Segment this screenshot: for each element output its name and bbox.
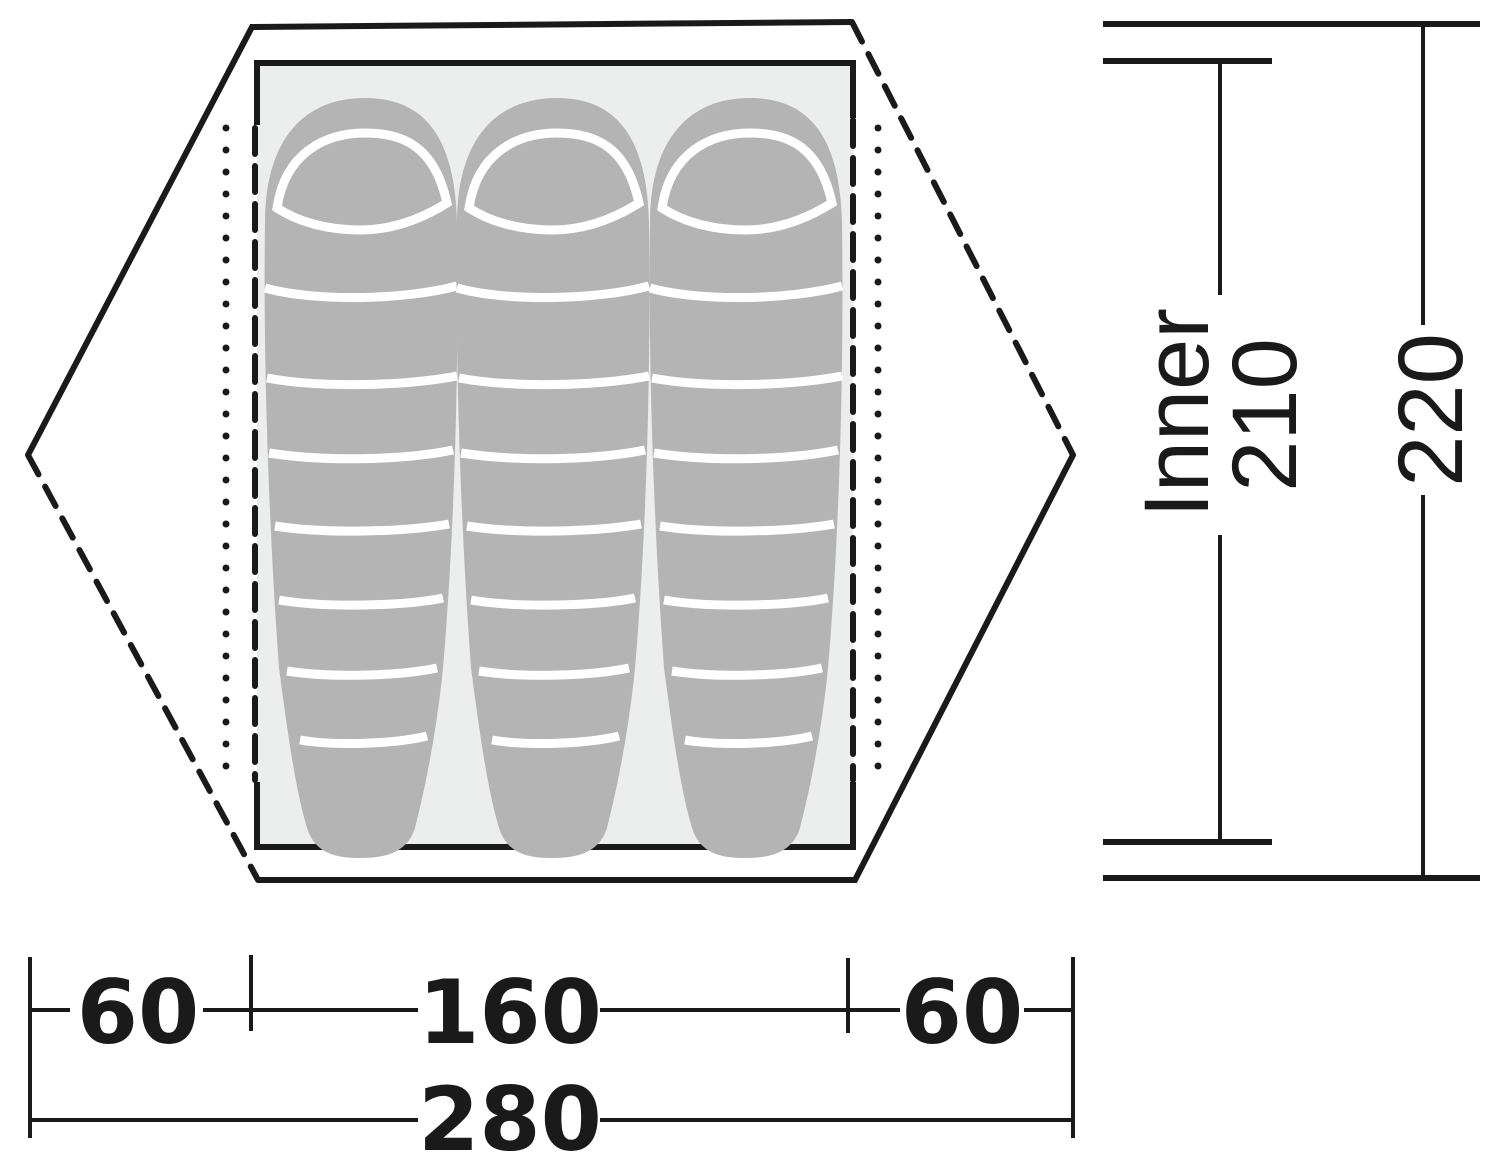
outer-tent-door-dashed <box>25 19 1076 883</box>
inner-label: Inner <box>1126 308 1228 518</box>
vertical-dimension-lines <box>1103 21 1480 881</box>
sleeping-bag-2-icon <box>457 98 650 858</box>
right-vestibule-label: 60 <box>901 961 1023 1064</box>
horizontal-dimension-lines <box>28 955 1075 1138</box>
sleeping-bag-3-icon <box>650 98 843 858</box>
outer-tent-outline <box>25 19 1076 883</box>
sleeping-bag-1-icon <box>265 98 458 858</box>
total-length-label: 220 <box>1380 333 1482 487</box>
inner-width-label: 160 <box>418 961 602 1064</box>
inner-length-label: 210 <box>1214 338 1316 492</box>
left-vestibule-label: 60 <box>77 961 199 1064</box>
total-width-label: 280 <box>418 1068 602 1171</box>
vestibule-dotted-lines <box>222 124 882 784</box>
